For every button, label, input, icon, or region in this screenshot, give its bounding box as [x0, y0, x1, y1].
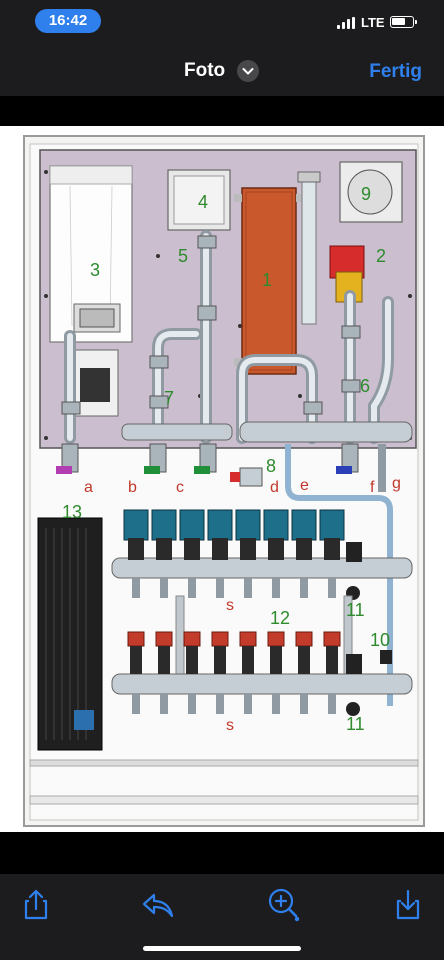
- network-type: LTE: [361, 15, 385, 30]
- label-13: 13: [62, 502, 82, 522]
- label-11b: 11: [346, 714, 365, 734]
- status-time[interactable]: 16:42: [35, 9, 101, 33]
- status-bar: 16:42 LTE: [0, 0, 444, 44]
- label-e: e: [300, 477, 309, 494]
- cellular-signal-icon: [337, 17, 357, 29]
- heater-unit: [49, 165, 133, 343]
- download-icon[interactable]: [390, 886, 426, 922]
- share-icon[interactable]: [18, 886, 54, 922]
- label-a: a: [84, 479, 93, 496]
- reply-icon[interactable]: [140, 886, 176, 922]
- label-11a: 11: [346, 600, 365, 620]
- heating-distribution-cabinet-diagram: 3 4 5 1 9 2 7 6 8 13 12 11 10 11 a b c d: [23, 135, 425, 827]
- battery-icon: [390, 16, 417, 28]
- nav-title[interactable]: Foto: [184, 60, 226, 81]
- label-12: 12: [270, 608, 290, 628]
- ball-valves: [56, 443, 359, 487]
- bottom-toolbar: [0, 874, 444, 960]
- label-8: 8: [266, 456, 276, 476]
- label-4: 4: [198, 192, 208, 212]
- label-6: 6: [360, 376, 370, 396]
- battery-level: [392, 18, 405, 25]
- label-c: c: [176, 479, 184, 496]
- label-s-lower: s: [226, 717, 234, 734]
- label-5: 5: [178, 246, 188, 266]
- label-3: 3: [90, 260, 100, 280]
- home-indicator[interactable]: [143, 946, 301, 951]
- label-9: 9: [361, 184, 371, 204]
- photo-image: 3 4 5 1 9 2 7 6 8 13 12 11 10 11 a b c d: [0, 126, 444, 832]
- chevron-down-icon[interactable]: [237, 60, 259, 82]
- done-button[interactable]: Fertig: [369, 61, 422, 82]
- nav-bar: Foto Fertig: [0, 44, 444, 96]
- label-2: 2: [376, 246, 386, 266]
- label-f: f: [370, 479, 375, 496]
- label-g: g: [392, 475, 401, 492]
- label-10: 10: [370, 630, 390, 650]
- label-7: 7: [164, 388, 174, 408]
- markup-zoom-icon[interactable]: [264, 886, 300, 922]
- label-1: 1: [262, 270, 272, 290]
- label-b: b: [128, 479, 137, 496]
- label-d: d: [270, 479, 279, 496]
- photo-viewer[interactable]: 3 4 5 1 9 2 7 6 8 13 12 11 10 11 a b c d: [0, 96, 444, 874]
- label-s-upper: s: [226, 597, 234, 614]
